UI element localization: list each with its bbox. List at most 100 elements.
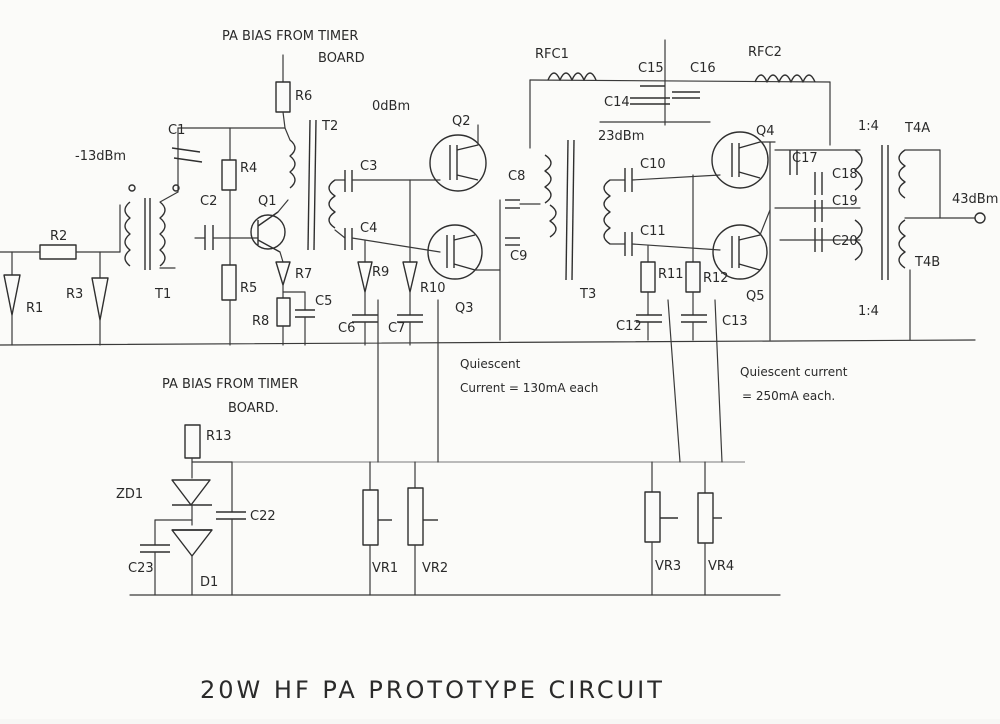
label-vr4: VR4 <box>708 559 734 574</box>
label-c3: C3 <box>360 159 377 174</box>
label-c16: C16 <box>690 61 716 76</box>
resistor-r9 <box>357 261 373 293</box>
resistor-r8 <box>276 297 291 327</box>
label-r8: R8 <box>252 314 269 329</box>
mosfet-q3 <box>427 199 501 341</box>
q2-q3-bias <box>352 179 439 463</box>
note-pa-bias-bottom-1: PA BIAS FROM TIMER <box>162 377 298 392</box>
resistor-r7 <box>275 261 291 286</box>
level-t3: 23dBm <box>598 129 644 144</box>
label-r3: R3 <box>66 287 83 302</box>
ratio-t4b: 1:4 <box>858 304 879 319</box>
label-r4: R4 <box>240 161 257 176</box>
label-r13: R13 <box>206 429 232 444</box>
label-r12: R12 <box>703 271 729 286</box>
capacitors-c17-c20 <box>774 149 861 252</box>
diode-d1 <box>171 529 213 557</box>
input-section <box>0 244 121 346</box>
mosfet-q2 <box>429 124 487 192</box>
label-c12: C12 <box>616 319 642 334</box>
label-q4: Q4 <box>756 124 775 139</box>
zener-zd1 <box>171 479 211 506</box>
level-output: 43dBm <box>952 192 998 207</box>
label-c10: C10 <box>640 157 666 172</box>
note-pa-bias-top-1: PA BIAS FROM TIMER <box>222 29 358 44</box>
q1-stage <box>171 54 315 346</box>
transistor-q1 <box>250 214 286 250</box>
quiescent-q4q5-line1: Quiescent current <box>740 365 848 379</box>
label-c19: C19 <box>832 194 858 209</box>
label-t1: T1 <box>154 287 171 302</box>
ground-rail-upper <box>0 339 976 346</box>
resistor-r1 <box>3 274 21 316</box>
quiescent-q2q3-line1: Quiescent <box>460 357 521 371</box>
label-zd1: ZD1 <box>116 487 143 502</box>
resistor-r10 <box>402 261 418 293</box>
resistor-r2 <box>39 244 77 260</box>
output-terminal <box>974 212 986 224</box>
pot-vr3 <box>644 491 661 543</box>
pot-vr4 <box>697 492 714 544</box>
label-c15: C15 <box>638 61 664 76</box>
label-t4b: T4B <box>914 255 940 270</box>
note-pa-bias-top-2: BOARD <box>318 51 365 66</box>
label-vr3: VR3 <box>655 559 681 574</box>
label-t3: T3 <box>579 287 596 302</box>
resistor-r11 <box>640 261 656 293</box>
label-c17: C17 <box>792 151 818 166</box>
bias-pots <box>362 461 722 596</box>
label-c8: C8 <box>508 169 525 184</box>
label-c18: C18 <box>832 167 858 182</box>
resistor-r12 <box>685 261 701 293</box>
label-d1: D1 <box>200 575 218 590</box>
supply-decoupling <box>529 39 831 149</box>
label-c14: C14 <box>604 95 630 110</box>
label-c23: C23 <box>128 561 154 576</box>
level-t2: 0dBm <box>372 99 410 114</box>
quiescent-q4q5-line2: = 250mA each. <box>742 389 835 403</box>
pot-vr1 <box>362 489 379 546</box>
label-r10: R10 <box>420 281 446 296</box>
label-t2: T2 <box>321 119 338 134</box>
note-pa-bias-bottom-2: BOARD. <box>228 401 279 416</box>
label-rfc2: RFC2 <box>748 45 782 60</box>
transformer-t1 <box>119 184 180 270</box>
label-q3: Q3 <box>455 301 474 316</box>
resistor-r6 <box>275 81 291 113</box>
label-c5: C5 <box>315 294 332 309</box>
level-input: -13dBm <box>75 149 126 164</box>
label-c4: C4 <box>360 221 377 236</box>
drawing-title: 20W HF PA PROTOTYPE CIRCUIT <box>200 676 665 704</box>
label-c2: C2 <box>200 194 217 209</box>
label-c20: C20 <box>832 234 858 249</box>
label-r2: R2 <box>50 229 67 244</box>
label-rfc1: RFC1 <box>535 47 569 62</box>
bias-regulator <box>140 424 246 596</box>
transformer-t4 <box>854 145 986 341</box>
inductor-rfc1 <box>547 72 597 81</box>
label-c13: C13 <box>722 314 748 329</box>
mosfet-q4 <box>711 131 776 189</box>
label-c6: C6 <box>338 321 355 336</box>
label-q2: Q2 <box>452 114 471 129</box>
pot-vr2 <box>407 487 424 546</box>
label-c9: C9 <box>510 249 527 264</box>
resistor-r3 <box>91 277 109 321</box>
ratio-t4a: 1:4 <box>858 119 879 134</box>
inductor-rfc2 <box>754 74 816 83</box>
resistor-r13 <box>184 424 201 459</box>
quiescent-q2q3-line2: Current = 130mA each <box>460 381 598 395</box>
label-c1: C1 <box>168 123 185 138</box>
label-t4a: T4A <box>904 121 930 136</box>
transformer-t3 <box>544 139 721 281</box>
mosfet-q5 <box>712 141 771 341</box>
label-r5: R5 <box>240 281 257 296</box>
capacitor-c1 <box>171 147 201 153</box>
transformer-t2 <box>307 119 441 253</box>
resistor-r4 <box>221 159 237 191</box>
label-r7: R7 <box>295 267 312 282</box>
q4-q5-bias <box>636 174 723 463</box>
label-r11: R11 <box>658 267 684 282</box>
